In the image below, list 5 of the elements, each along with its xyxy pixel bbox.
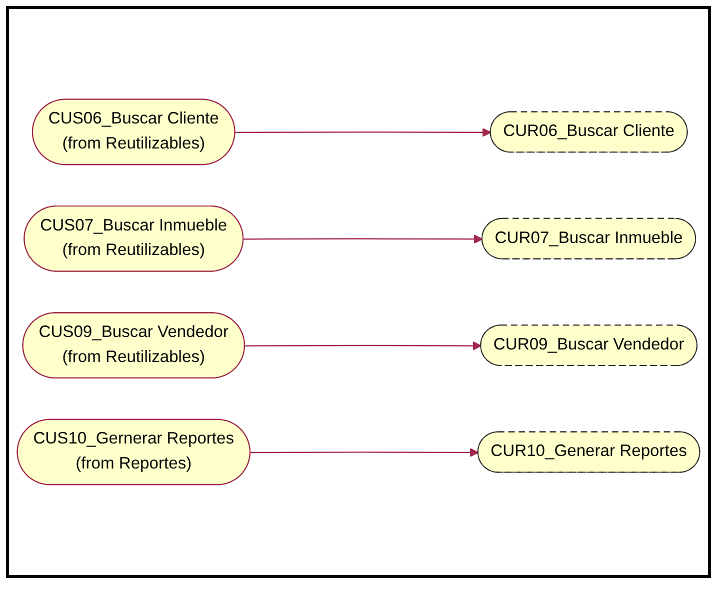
- arrow: [244, 341, 482, 350]
- use-case-diagram: CUS06_Buscar Cliente (from Reutilizables) CUR06_Buscar Cliente CUS07_Buscar Inmueble (from Reutilizables) CUR07_Buscar Inmueble CUS09_Buscar Vendedor (from Reutilizables) CUR09_Buscar Vendedor CUS10_Gernerar Reportes (from Reportes) CUR10_Generar Reportes: [9, 91, 708, 493]
- arrow: [244, 234, 483, 244]
- arrow: [235, 128, 492, 137]
- arrow: [250, 448, 479, 458]
